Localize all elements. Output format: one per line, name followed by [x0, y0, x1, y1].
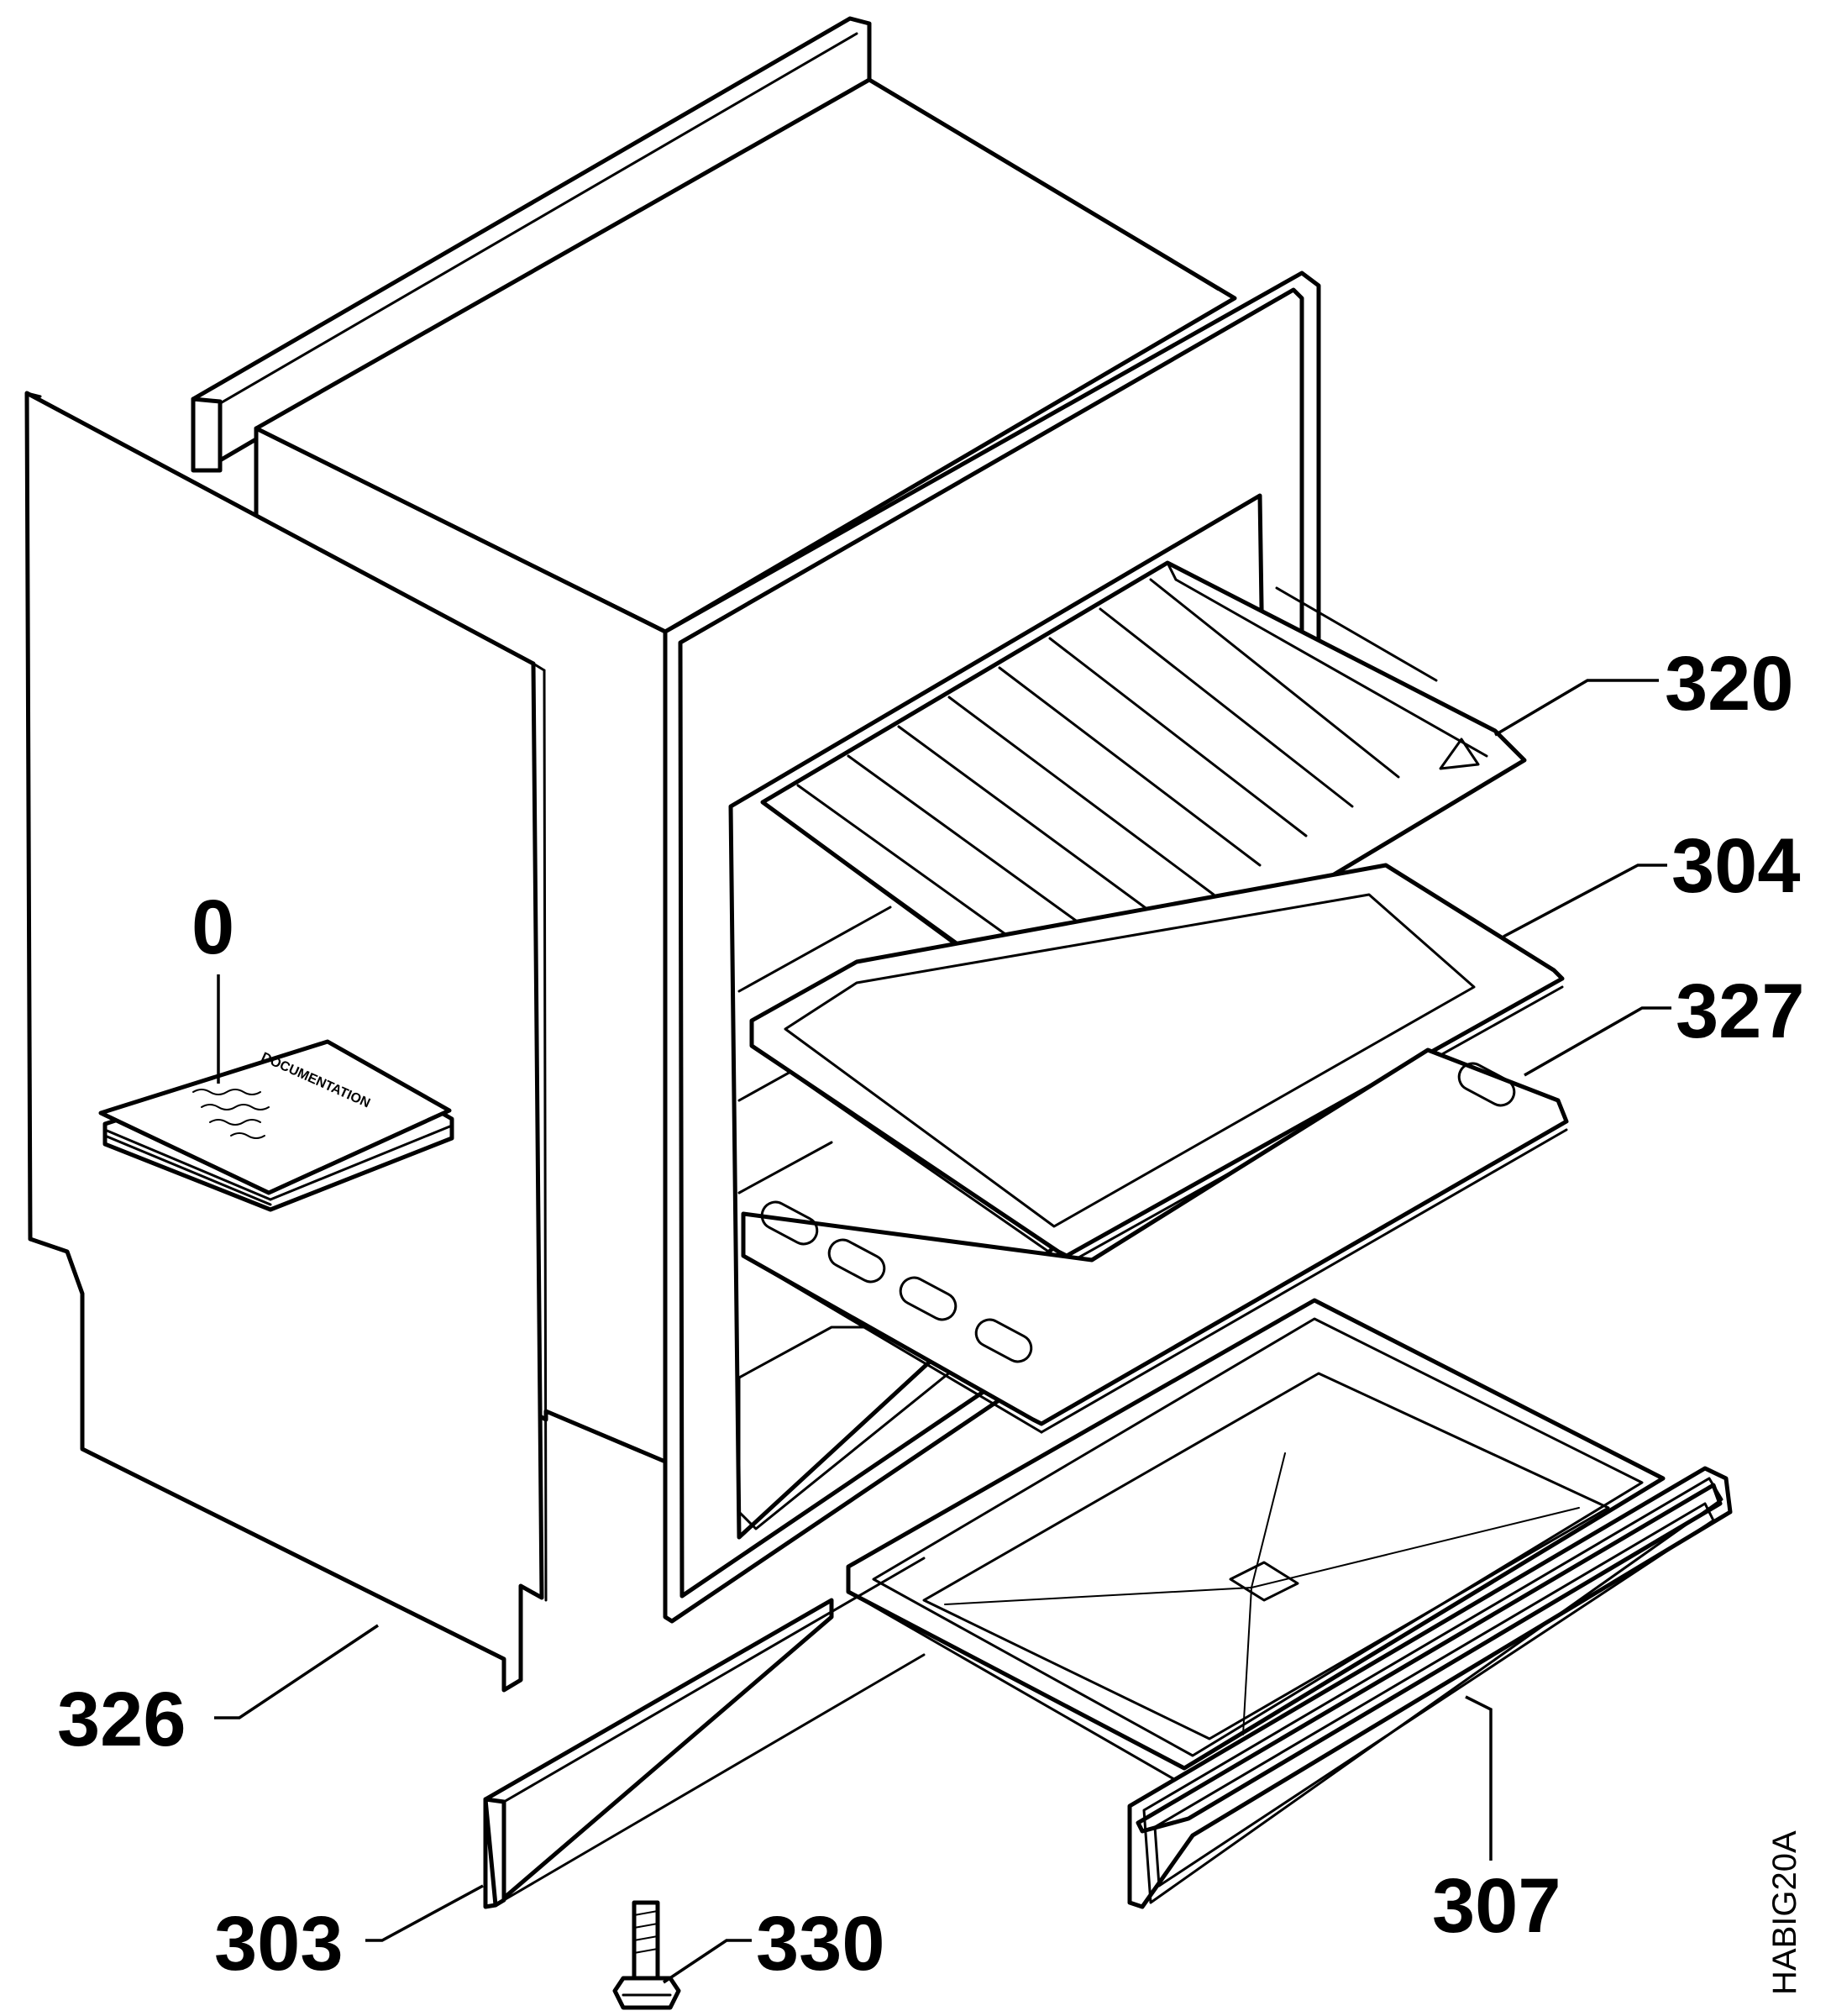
heating-plate-327: [741, 1047, 1569, 1434]
callout-304: 304: [1671, 823, 1801, 909]
leader-304: [1503, 864, 1667, 938]
callout-326: 326: [57, 1677, 186, 1762]
documentation-booklet: DOCUMENTATION: [98, 1039, 454, 1212]
callout-320: 320: [1665, 641, 1794, 727]
callout-327: 327: [1676, 969, 1805, 1054]
callout-330: 330: [756, 1901, 885, 1987]
leader-326: [214, 1624, 379, 1719]
drawer-307: [846, 1298, 1733, 1909]
leader-330: [663, 1939, 752, 1984]
leader-307: [1465, 1695, 1493, 1861]
callout-labels: 320 304 327 0 326 303 330 307: [57, 641, 1805, 1987]
callout-0: 0: [191, 885, 234, 970]
leader-lines: [214, 679, 1671, 1984]
side-panel-326: [24, 391, 548, 1693]
kick-plate-303: [483, 1557, 926, 1909]
leader-327: [1524, 1006, 1671, 1077]
screw-330: [612, 1900, 681, 2010]
callout-307: 307: [1432, 1863, 1561, 1949]
callout-303: 303: [214, 1901, 344, 1987]
leader-320: [1494, 679, 1659, 737]
leader-303: [365, 1884, 484, 1942]
drawing-code: HABIG20A: [1766, 1830, 1803, 1995]
